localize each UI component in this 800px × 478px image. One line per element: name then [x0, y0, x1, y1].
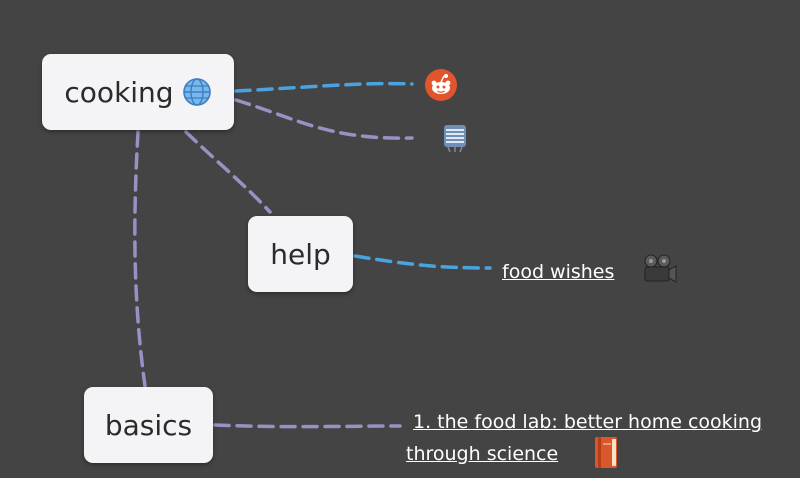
- edge-help-foodwishes: [353, 254, 492, 270]
- link-food-lab-line2[interactable]: through science: [406, 443, 559, 465]
- edge-cooking-reddit: [234, 81, 414, 93]
- node-cooking[interactable]: cooking: [42, 54, 234, 130]
- node-basics-label: basics: [104, 408, 193, 442]
- book-icon[interactable]: [592, 436, 620, 470]
- edge-cooking-help: [184, 130, 272, 214]
- node-basics[interactable]: basics: [84, 387, 213, 463]
- reddit-icon[interactable]: [424, 68, 458, 102]
- link-food-wishes[interactable]: food wishes: [502, 261, 615, 283]
- node-cooking-label: cooking: [64, 75, 174, 109]
- edge-cooking-feed: [234, 98, 414, 140]
- node-help[interactable]: help: [248, 216, 353, 292]
- edge-basics-foodlab: [213, 423, 402, 429]
- feed-icon[interactable]: [442, 124, 468, 154]
- node-help-label: help: [270, 237, 331, 271]
- globe-icon: [182, 78, 211, 106]
- video-camera-icon[interactable]: [640, 252, 678, 286]
- link-food-lab-line1[interactable]: 1. the food lab: better home cooking: [413, 411, 763, 433]
- edge-cooking-basics: [133, 130, 147, 388]
